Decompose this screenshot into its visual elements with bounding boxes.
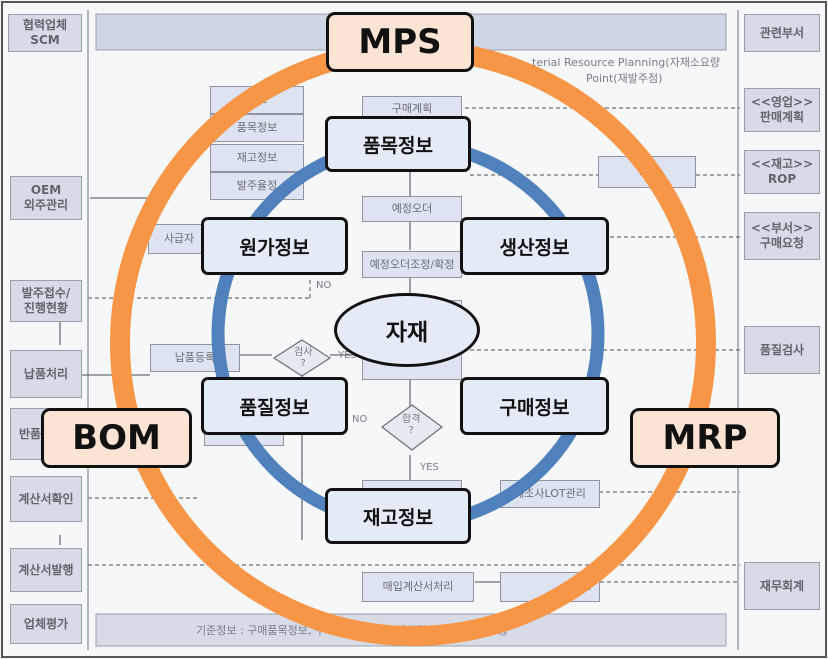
no-label-2: NO [352,414,368,425]
no-label-1: NO [316,280,332,291]
process-box-purchase-invoice: 매입계산서처리 [362,572,474,602]
purchase-info-label: 구매정보 [460,377,609,435]
process-box-rop: RO [598,156,696,188]
footer-base-info: 기준정보 : 구매품목정보, 구매거 구매정, 구매조직, 구매기준정보 등 [196,624,508,637]
lane-delivery: 납품처리 [10,350,82,398]
lane-quality-check: 품질검사 [744,326,820,374]
process-box-order-info: 발주율정 [210,172,304,200]
lane-sales-plan: <<영업>> 판매계획 [744,88,820,132]
production-info-label: 생산정보 [460,217,609,275]
lane-invoice-issue: 계산서발행 [10,548,82,592]
lane-invoice-check: 계산서확인 [10,476,82,522]
process-box-planned-order: 예정오더 [362,196,462,222]
item-info-label: 품목정보 [325,116,471,172]
decision-inspect-label: 검사 ? [294,347,313,369]
lane-finance: 재무회계 [744,562,820,610]
process-box-stock-info: 재고정보 [210,144,304,172]
lane-related-dept: 관련부서 [744,14,820,52]
quality-info-label: 품질정보 [201,377,348,435]
lane-vendor-eval: 업체평가 [10,604,82,644]
process-box-info: 정보 [210,86,304,114]
mrp-header-line2: Point(재발주점) [586,72,663,85]
material-center-ellipse: 자재 [334,293,480,367]
mps-label: MPS [326,12,474,72]
mrp-label: MRP [630,408,780,468]
process-box-delivery-reg: 납품등록 [150,344,240,372]
lane-order-status: 발주접수/ 진행현황 [10,280,82,322]
cost-info-label: 원가정보 [201,217,348,275]
lane-supplier-scm: 협력업체 SCM [8,14,82,52]
process-box-planned-order-adjust: 예정오더조정/확정 [362,251,462,278]
lane-rop: <<재고>> ROP [744,150,820,194]
process-box-settle: 표 [500,572,600,602]
process-box-maker-lot: 제조사LOT관리 [500,480,600,508]
process-box-item-info: 품목정보 [210,114,304,142]
lane-oem: OEM 외주관리 [10,176,82,220]
bom-label: BOM [41,408,192,468]
yes-label-2: YES [420,462,439,473]
stock-info-label: 재고정보 [325,488,471,544]
mrp-header-line1: terial Resource Planning(자재소요량 [532,56,721,69]
lane-dept-request: <<부서>> 구매요청 [744,212,820,260]
decision-pass-label: 합격 ? [402,414,421,436]
